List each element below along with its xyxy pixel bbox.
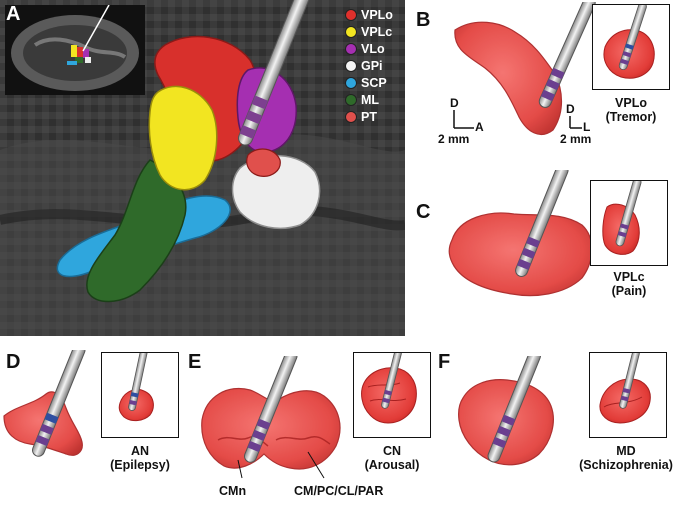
panel-letter-d: D xyxy=(6,351,21,373)
panel-f-caption: MD (Schizophrenia) xyxy=(572,444,680,473)
legend-swatch-scp xyxy=(345,76,357,89)
legend-item-gpi: GPi xyxy=(345,57,383,74)
panel-c-caption: VPLc (Pain) xyxy=(588,270,670,299)
legend-swatch-vplc xyxy=(345,25,357,38)
panel-f-target: MD xyxy=(616,444,636,458)
legend-label-gpi: GPi xyxy=(361,58,383,73)
axis-right-label: L xyxy=(583,120,591,134)
legend-item-pt: PT xyxy=(345,108,377,125)
legend-swatch-gpi xyxy=(345,59,357,72)
panel-d-caption: AN (Epilepsy) xyxy=(99,444,181,473)
panel-e-label-right: CM/PC/CL/PAR xyxy=(294,484,384,498)
panel-e-caption: CN (Arousal) xyxy=(351,444,433,473)
panel-e-illustration xyxy=(201,356,341,479)
legend-swatch-pt xyxy=(345,110,357,123)
sagittal-thumbnail xyxy=(5,5,145,95)
panel-f-illustration xyxy=(458,356,554,466)
panel-letter-f: F xyxy=(438,351,451,373)
panel-e-inset-illustration xyxy=(361,353,417,424)
panel-d-inset-illustration xyxy=(118,353,154,422)
panel-c-illustration xyxy=(448,170,593,297)
panel-d-target: AN xyxy=(130,444,150,458)
axis-up-label: D xyxy=(450,96,459,110)
legend-item-vplc: VPLc xyxy=(345,23,392,40)
legend-item-scp: SCP xyxy=(345,74,387,91)
scale-label: 2 mm xyxy=(438,132,470,146)
coronal-axis-indicator: D L 2 mm xyxy=(552,102,612,152)
legend-label-vlo: VLo xyxy=(361,41,385,56)
panel-b-inset xyxy=(592,4,670,90)
panel-e-label-left: CMn xyxy=(219,484,247,498)
axis-lines xyxy=(569,116,582,129)
legend-item-vlo: VLo xyxy=(345,40,385,57)
axis-right-label: A xyxy=(475,120,484,134)
panel-e-target: CN xyxy=(382,444,402,458)
legend-item-vplo: VPLo xyxy=(345,6,393,23)
panel-b-target: VPLo xyxy=(615,96,647,110)
axis-lines xyxy=(453,110,474,129)
panel-letter-c: C xyxy=(416,201,431,223)
panel-f-inset xyxy=(589,352,667,438)
sagittal-thumbnail-illustration xyxy=(11,5,139,91)
panel-b-inset-illustration xyxy=(603,5,655,79)
panel-b-indication: (Tremor) xyxy=(605,110,657,125)
panel-c-inset-illustration xyxy=(602,181,642,255)
panel-f-indication: (Schizophrenia) xyxy=(579,458,673,473)
panel-e-inset xyxy=(353,352,431,438)
panel-e-indication: (Arousal) xyxy=(364,458,420,473)
panel-a-mri-view: A VPLo VPLc VLo GPi SCP ML PT xyxy=(0,0,405,336)
scale-label: 2 mm xyxy=(560,132,592,146)
legend-item-ml: ML xyxy=(345,91,379,108)
panel-f-inset-illustration xyxy=(599,353,651,424)
panel-d-illustration xyxy=(3,350,86,457)
axis-up-label: D xyxy=(566,102,575,116)
legend-label-vplc: VPLc xyxy=(361,24,393,39)
panel-letter-e: E xyxy=(188,351,202,373)
panel-b-illustration xyxy=(454,2,596,135)
panel-d-indication: (Epilepsy) xyxy=(110,458,170,473)
legend-label-vplo: VPLo xyxy=(361,7,393,22)
panel-letter-b: B xyxy=(416,9,431,31)
panel-c-inset xyxy=(590,180,668,266)
panel-c-indication: (Pain) xyxy=(611,284,647,299)
legend-swatch-ml xyxy=(345,93,357,106)
legend-label-scp: SCP xyxy=(361,75,387,90)
panel-b-caption: VPLo (Tremor) xyxy=(590,96,672,125)
legend-label-ml: ML xyxy=(361,92,380,107)
legend-label-pt: PT xyxy=(361,109,377,124)
panel-d-inset xyxy=(101,352,179,438)
legend-swatch-vplo xyxy=(345,8,357,21)
sagittal-axis-indicator: D A 2 mm xyxy=(438,96,500,146)
panel-a-illustration xyxy=(0,0,405,336)
panel-c-target: VPLc xyxy=(613,270,645,284)
panel-letter-a: A xyxy=(6,3,21,25)
legend-swatch-vlo xyxy=(345,42,357,55)
